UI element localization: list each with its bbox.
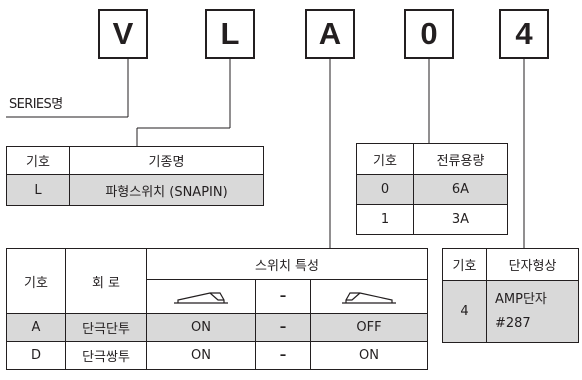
switch-cell-right: ON bbox=[310, 341, 428, 370]
switch-cell-circuit: 단극단투 bbox=[65, 313, 147, 342]
terminal-table: 기호 단자형상 4 AMP단자 #287 bbox=[442, 248, 579, 343]
terminal-header-shape: 단자형상 bbox=[486, 248, 579, 281]
switch-header-characteristics: 스위치 특성 bbox=[146, 248, 428, 280]
current-cell-code: 1 bbox=[356, 204, 414, 235]
type-cell-name: 파형스위치 (SNAPIN) bbox=[69, 174, 264, 206]
switch-cell-circuit: 단극쌍투 bbox=[65, 341, 147, 370]
series-label: SERIES명 bbox=[9, 97, 63, 112]
switch-cell-right: OFF bbox=[310, 313, 428, 342]
current-header-capacity: 전류용량 bbox=[413, 143, 508, 175]
terminal-cell-code: 4 bbox=[442, 280, 487, 343]
current-cell-code: 0 bbox=[356, 174, 414, 205]
current-header-code: 기호 bbox=[356, 143, 414, 175]
terminal-cell-shape: AMP단자 #287 bbox=[486, 280, 579, 343]
code-box-terminal: 4 bbox=[499, 9, 549, 59]
rocker-right-pressed-symbol bbox=[310, 279, 428, 314]
switch-cell-code: A bbox=[6, 313, 66, 342]
switch-cell-dash: – bbox=[255, 341, 311, 370]
terminal-shape-line1: AMP단자 bbox=[495, 291, 547, 307]
table-row: 4 AMP단자 #287 bbox=[442, 280, 579, 343]
type-table: 기호 기종명 L 파형스위치 (SNAPIN) bbox=[6, 146, 264, 206]
code-box-current: 0 bbox=[404, 9, 454, 59]
table-row: L 파형스위치 (SNAPIN) bbox=[6, 174, 264, 206]
table-row: D 단극쌍투 ON – ON bbox=[6, 341, 428, 370]
type-cell-code: L bbox=[6, 174, 70, 206]
switch-cell-code: D bbox=[6, 341, 66, 370]
rocker-right-icon bbox=[342, 291, 396, 304]
switch-header-dash: – bbox=[255, 279, 311, 314]
rocker-left-pressed-symbol bbox=[146, 279, 256, 314]
current-cell-capacity: 3A bbox=[413, 204, 508, 235]
current-cell-capacity: 6A bbox=[413, 174, 508, 205]
switch-table: 기호 회 로 스위치 특성 – A bbox=[6, 248, 428, 370]
code-box-type: L bbox=[205, 9, 255, 59]
terminal-header-code: 기호 bbox=[442, 248, 487, 281]
code-box-circuit: A bbox=[305, 9, 355, 59]
rocker-left-icon bbox=[174, 291, 228, 304]
switch-cell-left: ON bbox=[146, 341, 256, 370]
type-header-name: 기종명 bbox=[69, 146, 264, 175]
switch-header-circuit: 회 로 bbox=[65, 248, 147, 314]
current-table: 기호 전류용량 0 6A 1 3A bbox=[356, 143, 508, 235]
switch-cell-dash: – bbox=[255, 313, 311, 342]
code-box-series: V bbox=[98, 9, 148, 59]
type-header-code: 기호 bbox=[6, 146, 70, 175]
table-row: A 단극단투 ON – OFF bbox=[6, 313, 428, 342]
switch-header-code: 기호 bbox=[6, 248, 66, 314]
table-row: 1 3A bbox=[356, 204, 508, 235]
terminal-shape-line2: #287 bbox=[495, 315, 531, 331]
switch-cell-left: ON bbox=[146, 313, 256, 342]
table-row: 0 6A bbox=[356, 174, 508, 205]
